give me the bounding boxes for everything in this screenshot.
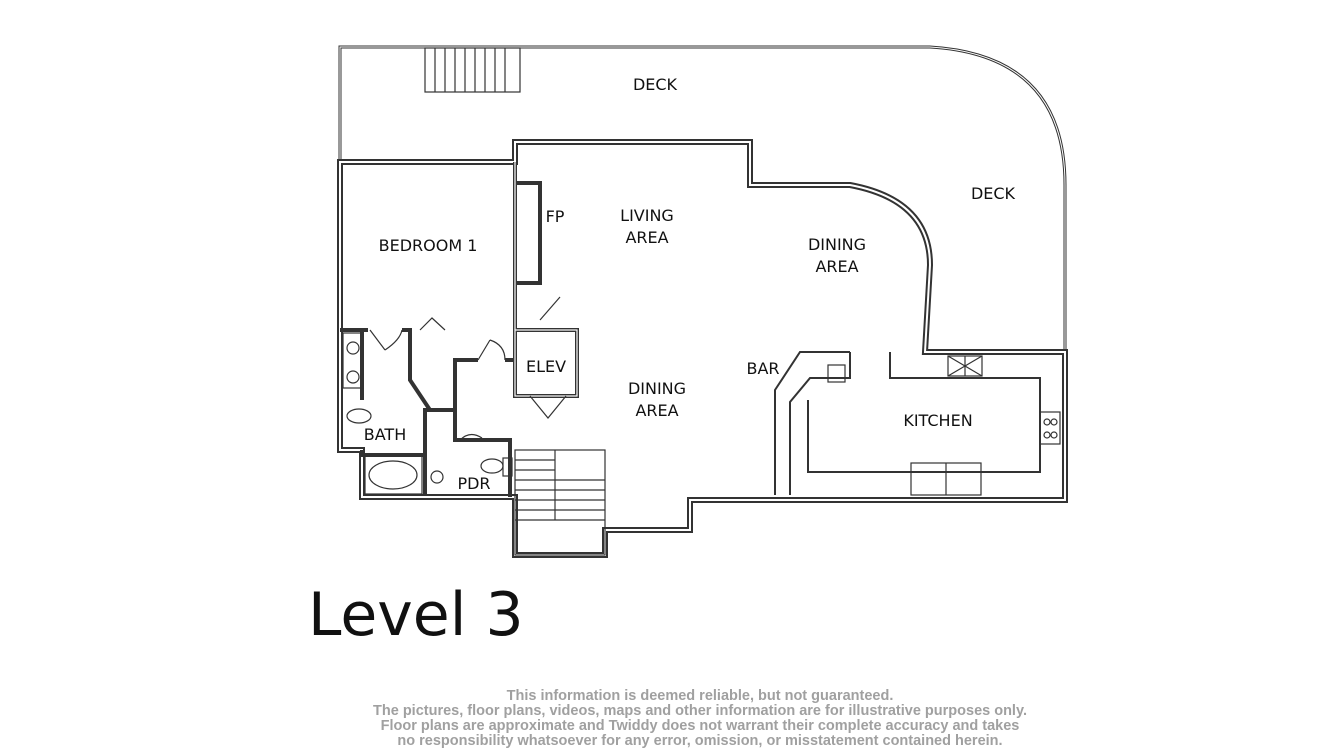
label-kitchen: KITCHEN bbox=[903, 411, 972, 430]
label-fireplace: FP bbox=[546, 207, 565, 226]
disclaimer-line: This information is deemed reliable, but… bbox=[506, 688, 894, 704]
fixtures bbox=[342, 332, 1061, 556]
label-dining-upper-2: AREA bbox=[815, 257, 858, 276]
label-living-1: LIVING bbox=[620, 206, 674, 225]
label-dining-lower-2: AREA bbox=[635, 401, 678, 420]
disclaimer-line: no responsibility whatsoever for any err… bbox=[397, 733, 1003, 749]
exterior-walls bbox=[337, 139, 1068, 558]
doors bbox=[369, 296, 567, 441]
disclaimer-line: The pictures, floor plans, videos, maps … bbox=[373, 703, 1027, 719]
label-dining-upper-1: DINING bbox=[808, 235, 866, 254]
deck-outline bbox=[338, 45, 1067, 352]
label-deck-top: DECK bbox=[633, 75, 678, 94]
label-powder-room: PDR bbox=[457, 474, 490, 493]
deck-stairs bbox=[424, 47, 521, 93]
label-bath: BATH bbox=[364, 425, 406, 444]
label-living-2: AREA bbox=[625, 228, 668, 247]
disclaimer: This information is deemed reliable, but… bbox=[330, 689, 1070, 749]
disclaimer-line: Floor plans are approximate and Twiddy d… bbox=[380, 718, 1020, 734]
level-title: Level 3 bbox=[308, 580, 524, 650]
label-bedroom-1: BEDROOM 1 bbox=[379, 236, 478, 255]
label-bar: BAR bbox=[746, 359, 779, 378]
label-deck-right: DECK bbox=[971, 184, 1016, 203]
label-elevator: ELEV bbox=[526, 357, 566, 376]
label-dining-lower-1: DINING bbox=[628, 379, 686, 398]
